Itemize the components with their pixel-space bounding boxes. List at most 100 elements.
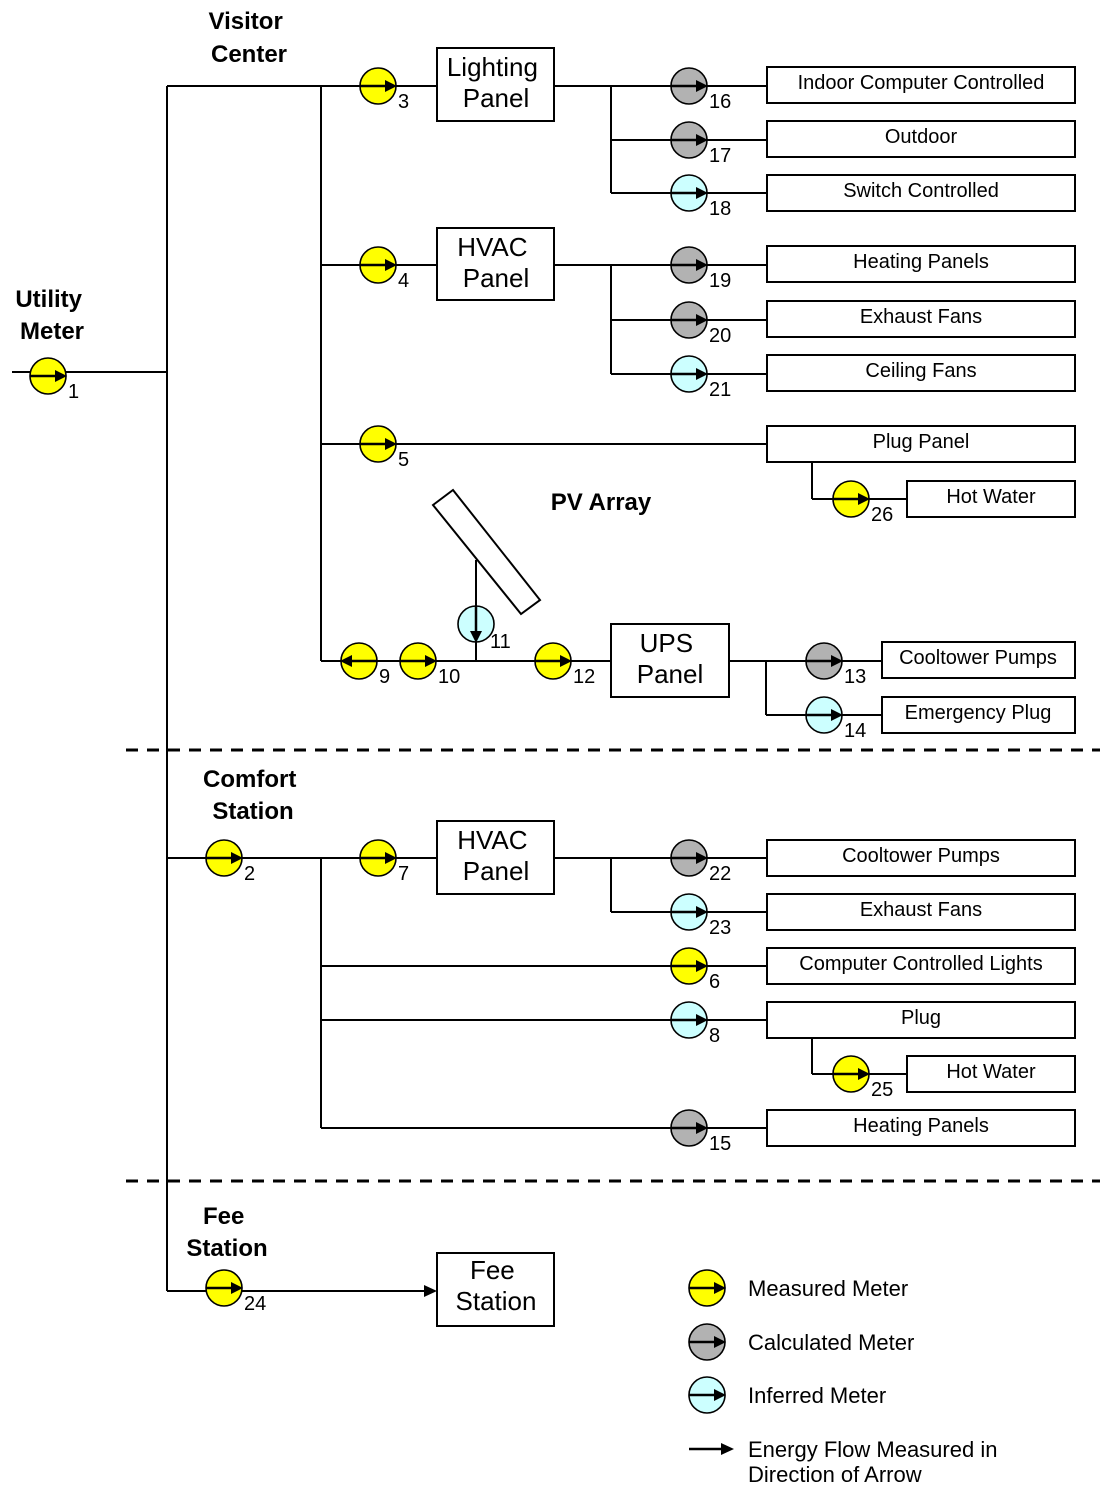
meter-26-label: 26 <box>871 504 893 526</box>
load-switch-controlled: Switch Controlled <box>766 174 1076 212</box>
meter-22-calculated-icon <box>670 839 708 877</box>
meter-9-measured-icon <box>340 642 378 680</box>
hvac-panel-comfort-station: HVAC Panel <box>436 820 555 895</box>
legend-measured-meter-icon <box>688 1269 726 1307</box>
pv-array-panel <box>431 488 542 616</box>
meter-17-calculated-icon <box>670 121 708 159</box>
visitor-center-label: Visitor Center <box>209 8 290 68</box>
load-exhaust-fans-vc: Exhaust Fans <box>766 300 1076 338</box>
meter-18-label: 18 <box>709 198 731 220</box>
svg-text:Outdoor: Outdoor <box>885 126 958 148</box>
svg-text:Heating Panels: Heating Panels <box>853 1115 989 1137</box>
meter-13-calculated-icon <box>805 642 843 680</box>
load-exhaust-fans-cs: Exhaust Fans <box>766 893 1076 931</box>
meter-6-label: 6 <box>709 971 720 993</box>
svg-text:Plug Panel: Plug Panel <box>873 431 970 453</box>
meter-12-measured-icon <box>534 642 572 680</box>
load-heating-panels-vc: Heating Panels <box>766 245 1076 283</box>
meter-24-label: 24 <box>244 1293 266 1315</box>
svg-text:Lighting Panel: Lighting Panel <box>447 52 545 113</box>
load-indoor-computer-controlled: Indoor Computer Controlled <box>766 66 1076 104</box>
svg-text:Ceiling Fans: Ceiling Fans <box>865 360 976 382</box>
meter-2-measured-icon <box>205 839 243 877</box>
load-heating-panels-cs: Heating Panels <box>766 1109 1076 1147</box>
meter-15-label: 15 <box>709 1133 731 1155</box>
meter-3-measured-icon <box>359 67 397 105</box>
meter-16-calculated-icon <box>670 67 708 105</box>
load-hot-water-cs: Hot Water <box>906 1055 1076 1093</box>
meter-19-calculated-icon <box>670 246 708 284</box>
meter-23-label: 23 <box>709 917 731 939</box>
svg-text:Switch Controlled: Switch Controlled <box>843 180 999 202</box>
load-cooltower-pumps-ups: Cooltower Pumps <box>881 641 1076 679</box>
meter-13-label: 13 <box>844 666 866 688</box>
svg-text:Cooltower Pumps: Cooltower Pumps <box>899 647 1057 669</box>
meter-24-measured-icon <box>205 1269 243 1307</box>
meter-22-label: 22 <box>709 863 731 885</box>
meter-7-label: 7 <box>398 863 409 885</box>
meter-14-label: 14 <box>844 720 866 742</box>
legend-measured-label: Measured Meter <box>748 1276 908 1301</box>
meter-11-label: 11 <box>490 631 511 653</box>
svg-text:Plug: Plug <box>901 1007 941 1029</box>
svg-text:Exhaust Fans: Exhaust Fans <box>860 306 982 328</box>
meter-19-label: 19 <box>709 270 731 292</box>
svg-text:Heating Panels: Heating Panels <box>853 251 989 273</box>
svg-text:Fee Station: Fee Station <box>456 1255 537 1316</box>
pv-array-label: PV Array <box>551 489 652 516</box>
legend-inferred-label: Inferred Meter <box>748 1383 886 1408</box>
svg-text:Hot Water: Hot Water <box>946 486 1036 508</box>
lighting-panel: Lighting Panel <box>436 47 555 122</box>
meter-4-measured-icon <box>359 246 397 284</box>
load-hot-water-vc: Hot Water <box>906 480 1076 518</box>
meter-14-inferred-icon <box>805 696 843 734</box>
legend-flow-label: Energy Flow Measured in Direction of Arr… <box>748 1437 1004 1487</box>
meter-20-label: 20 <box>709 325 731 347</box>
comfort-station-label: Comfort Station <box>203 766 303 825</box>
meter-10-label: 10 <box>438 666 460 688</box>
load-computer-controlled-lights: Computer Controlled Lights <box>766 947 1076 985</box>
svg-text:Hot Water: Hot Water <box>946 1061 1036 1083</box>
load-plug-panel: Plug Panel <box>766 425 1076 463</box>
meter-18-inferred-icon <box>670 174 708 212</box>
legend-calculated-label: Calculated Meter <box>748 1330 914 1355</box>
meter-8-inferred-icon <box>670 1001 708 1039</box>
meter-1-label: 1 <box>68 381 79 403</box>
meter-2-label: 2 <box>244 863 255 885</box>
meter-11-inferred-icon <box>457 605 495 643</box>
meter-25-label: 25 <box>871 1079 893 1101</box>
svg-text:UPS Panel: UPS Panel <box>637 628 704 689</box>
legend-flow-arrow-icon <box>689 1443 734 1455</box>
legend-symbols <box>688 1269 726 1414</box>
load-ceiling-fans: Ceiling Fans <box>766 354 1076 392</box>
svg-text:HVAC Panel: HVAC Panel <box>457 825 535 886</box>
meter-4-label: 4 <box>398 270 409 292</box>
meter-8-label: 8 <box>709 1025 720 1047</box>
meter-1-measured-icon <box>29 357 67 395</box>
load-plug-cs: Plug <box>766 1001 1076 1039</box>
meter-15-calculated-icon <box>670 1109 708 1147</box>
load-emergency-plug: Emergency Plug <box>881 696 1076 734</box>
meter-21-label: 21 <box>709 379 731 401</box>
meter-20-calculated-icon <box>670 301 708 339</box>
meter-17-label: 17 <box>709 145 731 167</box>
load-cooltower-pumps-cs: Cooltower Pumps <box>766 839 1076 877</box>
ups-panel: UPS Panel <box>610 623 730 698</box>
svg-text:Emergency Plug: Emergency Plug <box>905 702 1052 724</box>
utility-meter-label: Utility Meter <box>15 286 88 345</box>
meter-23-inferred-icon <box>670 893 708 931</box>
meter-5-label: 5 <box>398 449 409 471</box>
meter-16-label: 16 <box>709 91 731 113</box>
legend: Measured Meter Calculated Meter Inferred… <box>688 1269 1004 1487</box>
svg-text:Indoor Computer Controlled: Indoor Computer Controlled <box>798 72 1045 94</box>
meter-5-measured-icon <box>359 425 397 463</box>
fee-station-box: Fee Station <box>436 1252 555 1327</box>
meter-7-measured-icon <box>359 839 397 877</box>
svg-text:Computer Controlled Lights: Computer Controlled Lights <box>799 953 1042 975</box>
meter-3-label: 3 <box>398 91 409 113</box>
meter-10-measured-icon <box>399 642 437 680</box>
meter-21-inferred-icon <box>670 355 708 393</box>
fee-station-section-label: Fee Station <box>186 1203 267 1262</box>
meter-12-label: 12 <box>573 666 595 688</box>
meter-9-label: 9 <box>379 666 390 688</box>
